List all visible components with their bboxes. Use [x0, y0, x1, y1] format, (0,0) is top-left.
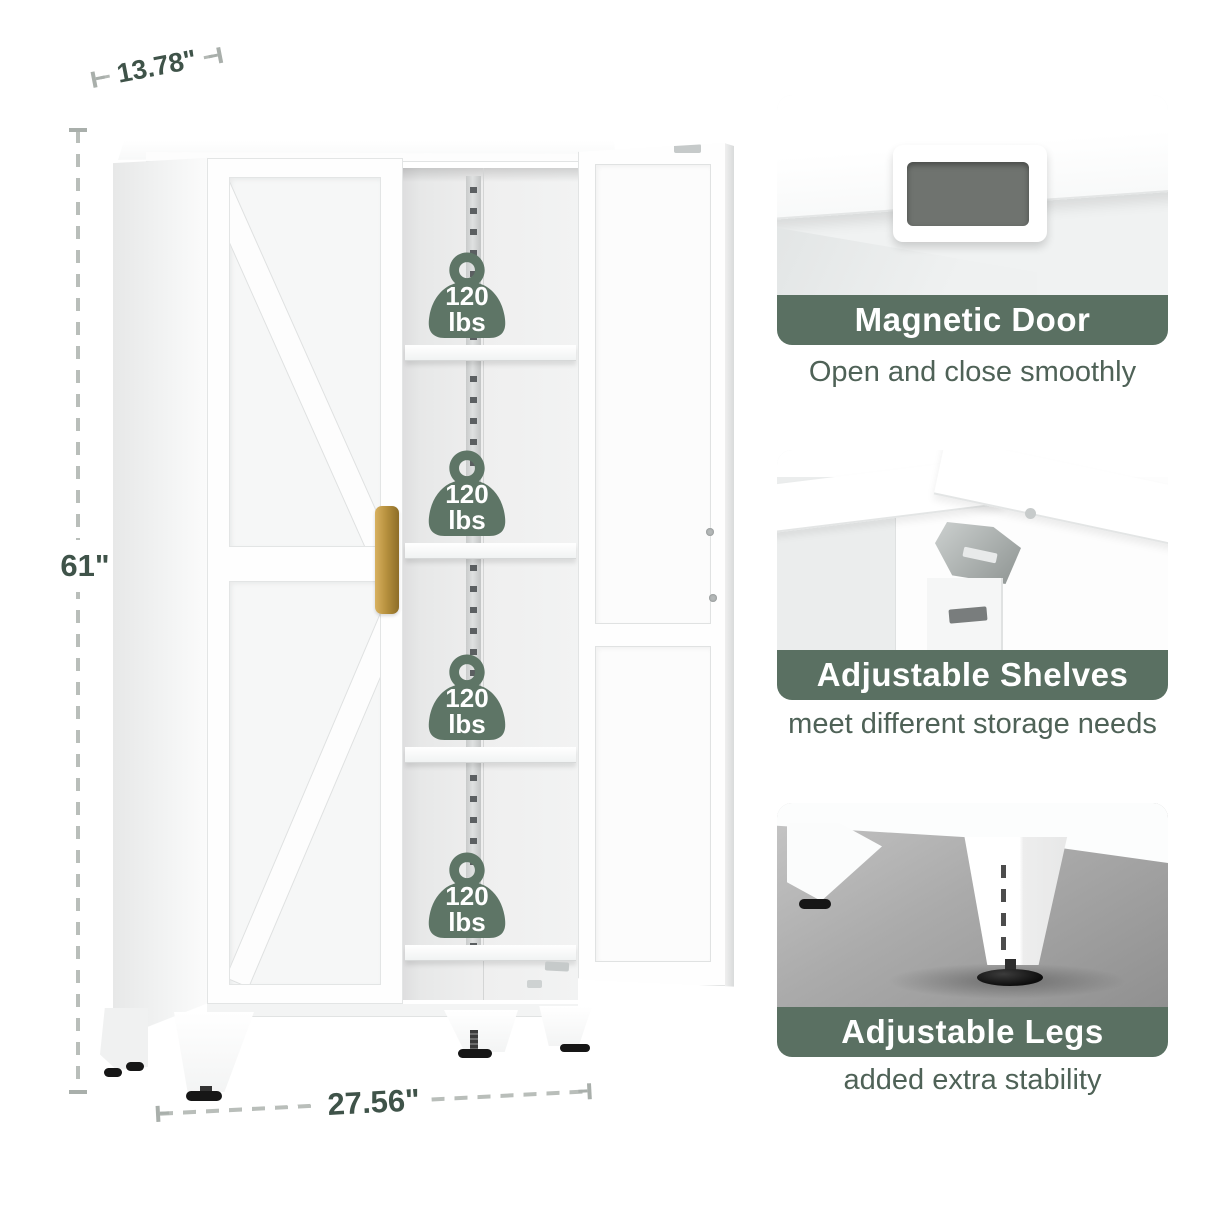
height-dimension-line [76, 130, 80, 1092]
depth-dimension: 13.78" [89, 39, 224, 95]
weight-value: 120 [445, 881, 489, 911]
door-diagonal-brace-upper [230, 178, 380, 546]
leg-slots [1001, 865, 1006, 951]
cabinet-leg-rear-left [100, 1008, 148, 1070]
screw-icon [706, 528, 714, 536]
weight-unit: lbs [448, 505, 486, 535]
weight-badge: 120 lbs [410, 250, 524, 345]
feature-banner-magnetic-door: Magnetic Door [777, 295, 1168, 345]
feature-title: Magnetic Door [854, 301, 1091, 338]
foot-stem [200, 1086, 212, 1093]
magnet-latch-icon [544, 961, 570, 972]
feature-image-adjustable-shelves [777, 450, 1168, 650]
weight-unit: lbs [448, 907, 486, 937]
door-handle [375, 506, 399, 614]
door-diagonal-brace-lower [230, 582, 380, 984]
open-door [578, 142, 734, 987]
weight-unit: lbs [448, 709, 486, 739]
cabinet-leg-front-right [444, 1010, 518, 1052]
feature-title: Adjustable Legs [841, 1013, 1104, 1050]
feature-caption-magnetic-door: Open and close smoothly [808, 356, 1137, 388]
magnet-latch-icon [527, 980, 542, 988]
closed-door [207, 158, 403, 1004]
leveling-foot [126, 1062, 144, 1071]
peg-hole [1025, 508, 1036, 519]
feature-title: Adjustable Shelves [816, 656, 1129, 693]
dimension-cap [69, 1090, 87, 1094]
leveling-foot [977, 969, 1043, 986]
dimension-tick [586, 1083, 592, 1100]
leveling-foot [458, 1049, 492, 1058]
open-door-panel-lower [595, 646, 711, 962]
weight-badge: 120 lbs [410, 652, 524, 747]
feature-caption-adjustable-shelves: meet different storage needs [788, 708, 1157, 740]
cabinet-leg-front-left [174, 1012, 254, 1092]
feature-image-magnetic-door [777, 95, 1168, 295]
feature-image-adjustable-legs [777, 803, 1168, 1007]
weight-icon [428, 654, 506, 740]
cabinet-left-side [113, 157, 208, 1041]
interior-floor [405, 945, 576, 961]
dimension-tick [155, 1105, 161, 1122]
leg-closeup-front [964, 837, 1068, 965]
depth-dimension-label: 13.78" [114, 44, 200, 89]
leveling-foot [560, 1044, 590, 1052]
dimension-tick [90, 70, 98, 88]
open-door-edge [725, 142, 734, 987]
foot-stem [1005, 959, 1016, 973]
shelf-2 [405, 543, 576, 559]
door-panel-lower [229, 581, 381, 985]
leveling-foot [799, 899, 831, 909]
cabinet-leg-rear-right [539, 1006, 592, 1046]
dimension-cap [69, 128, 87, 132]
feature-banner-adjustable-legs: Adjustable Legs [777, 1007, 1168, 1057]
weight-icon [428, 852, 506, 938]
leveling-foot [104, 1068, 122, 1077]
weight-icon [428, 450, 506, 536]
feature-banner-adjustable-shelves: Adjustable Shelves [777, 650, 1168, 700]
shelf-adjustment-track [466, 176, 481, 960]
open-door-panel-upper [595, 164, 711, 624]
latch-slot [907, 162, 1029, 226]
weight-value: 120 [445, 281, 489, 311]
cabinet-base [207, 1004, 578, 1017]
shelf-1 [405, 345, 576, 361]
weight-badge: 120 lbs [410, 448, 524, 543]
screw-icon [709, 594, 717, 602]
latch-plate [893, 145, 1047, 242]
dimension-tick [216, 46, 224, 63]
magnet-latch-icon [674, 144, 701, 153]
weight-value: 120 [445, 683, 489, 713]
leg-closeup-rear [787, 823, 882, 901]
weight-value: 120 [445, 479, 489, 509]
width-dimension-label: 27.56" [326, 1082, 421, 1122]
feature-caption-adjustable-legs: added extra stability [843, 1064, 1102, 1096]
door-panel-upper [229, 177, 381, 547]
shelf-3 [405, 747, 576, 763]
interior-back-corner [483, 168, 484, 1000]
adjustable-screw [470, 1030, 478, 1050]
weight-badge: 120 lbs [410, 850, 524, 945]
weight-unit: lbs [448, 307, 486, 337]
leveling-foot [186, 1091, 222, 1101]
cabinet-interior: 120 lbs 120 lbs 120 lbs 120 lbs [403, 168, 578, 1000]
weight-icon [428, 252, 506, 338]
